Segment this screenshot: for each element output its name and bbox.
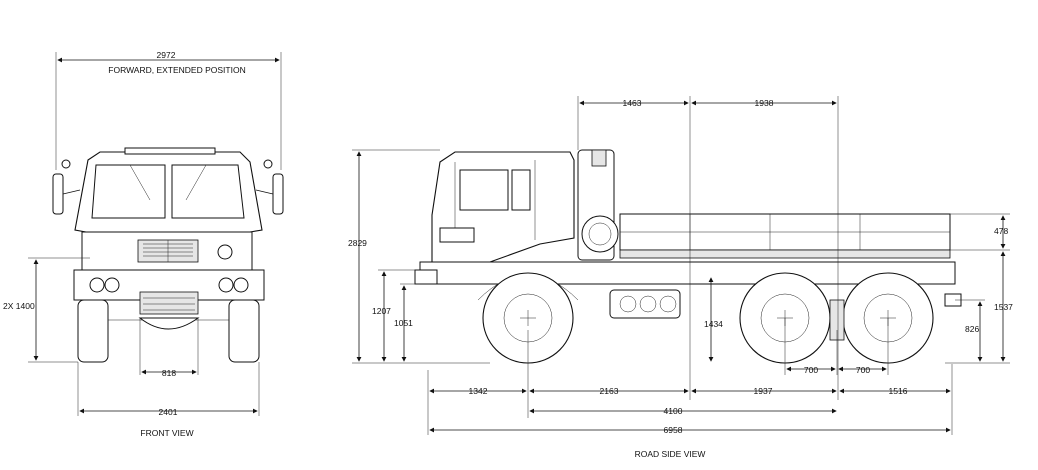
dim-1342: 1342: [469, 386, 488, 396]
side-view-caption: ROAD SIDE VIEW: [635, 449, 706, 459]
dim-6958: 6958: [664, 425, 683, 435]
dim-826: 826: [965, 324, 979, 334]
dim-2829: 2829: [348, 238, 367, 248]
dim-1051: 1051: [394, 318, 413, 328]
dim-478: 478: [994, 226, 1008, 236]
dim-818: 818: [162, 368, 176, 378]
front-view-truck: [52, 147, 284, 363]
dim-2972-note: FORWARD, EXTENDED POSITION: [108, 65, 245, 75]
dim-2163: 2163: [600, 386, 619, 396]
dim-700-a: 700: [804, 365, 818, 375]
dim-1537: 1537: [994, 302, 1013, 312]
dim-2x1400: 2X 1400: [3, 301, 35, 311]
front-view-caption: FRONT VIEW: [140, 428, 193, 438]
dim-1463: 1463: [623, 98, 642, 108]
side-dimensions: 1463 1938 2829 1207 1051 478 1537 1434 8…: [348, 96, 1013, 435]
dim-2401: 2401: [159, 407, 178, 417]
dim-700-b: 700: [856, 365, 870, 375]
dim-1937: 1937: [754, 386, 773, 396]
dim-1434: 1434: [704, 319, 723, 329]
dim-2972: 2972: [157, 50, 176, 60]
dim-1207: 1207: [372, 306, 391, 316]
side-view-truck: [414, 149, 962, 364]
front-dimensions: 2972 FORWARD, EXTENDED POSITION 2X 1400 …: [3, 50, 282, 417]
dim-4100: 4100: [664, 406, 683, 416]
dim-1938: 1938: [755, 98, 774, 108]
dim-1516: 1516: [889, 386, 908, 396]
